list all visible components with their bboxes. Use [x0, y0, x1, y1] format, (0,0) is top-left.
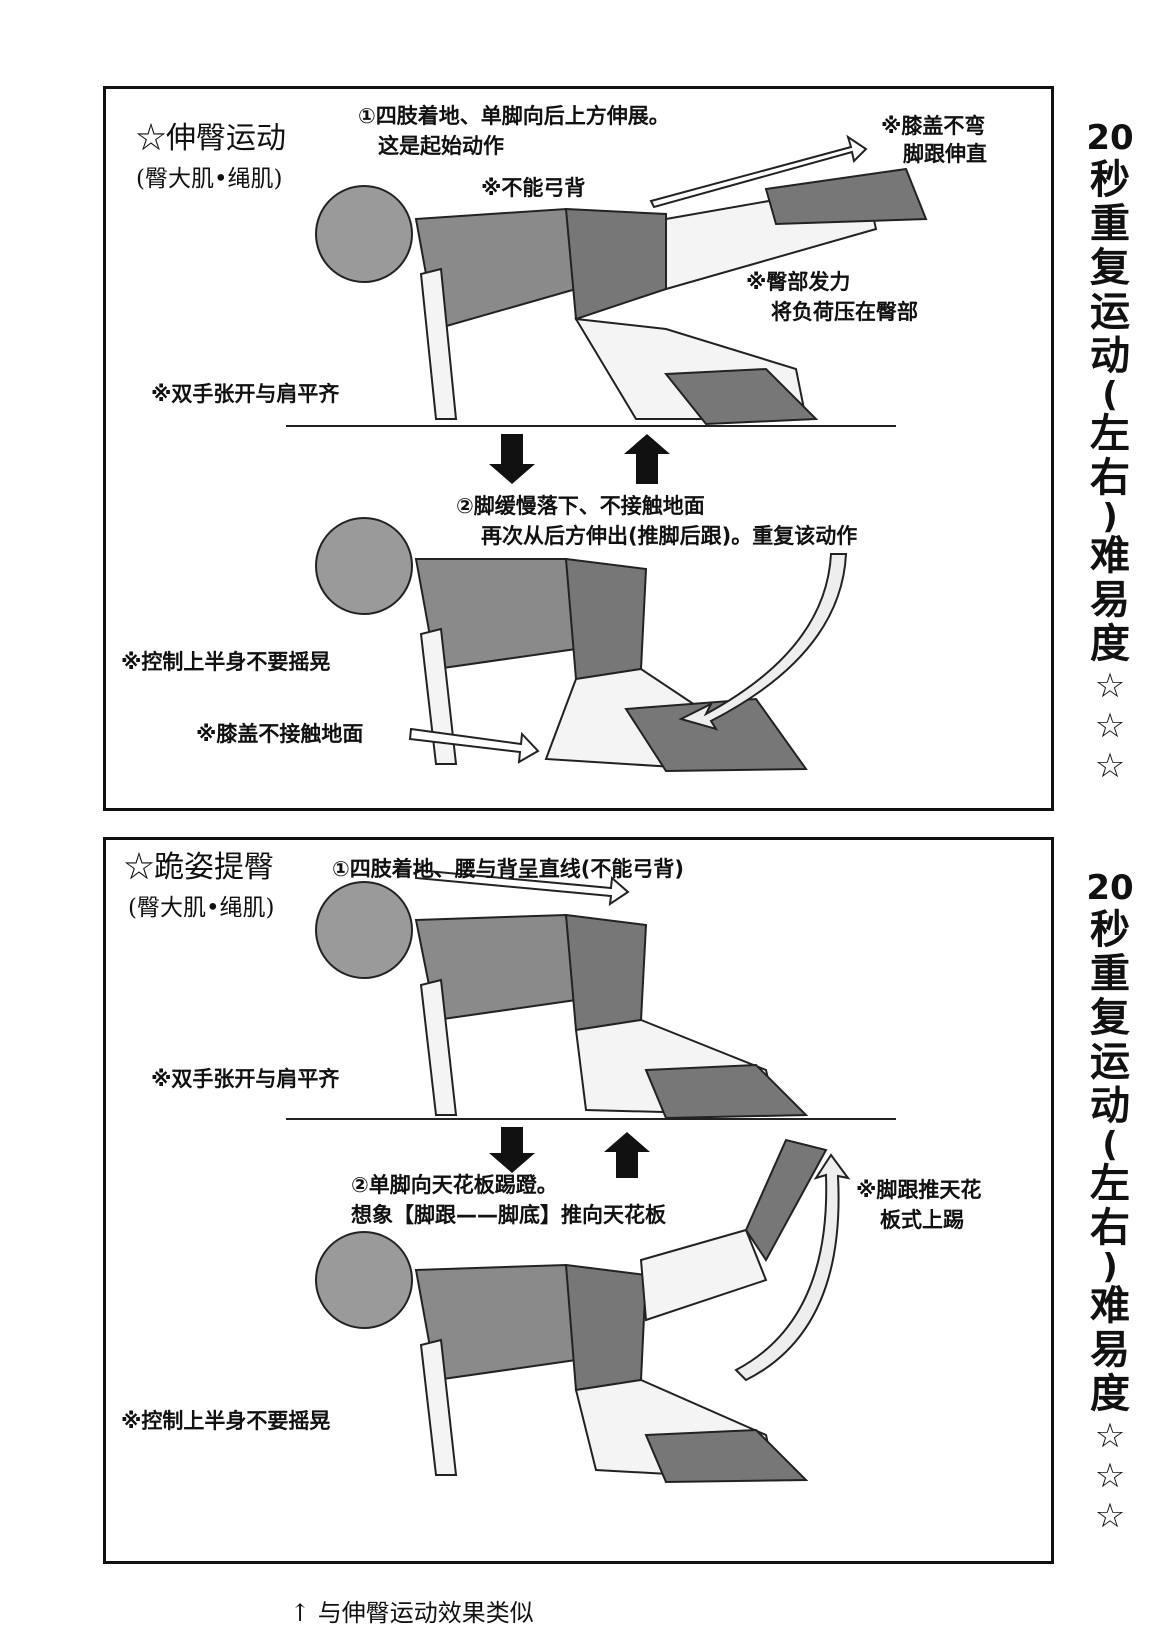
step1-text: ①四肢着地、腰与背呈直线(不能弓背) [332, 857, 684, 881]
exercise-title: ☆伸臀运动 [136, 121, 286, 156]
side-char: 复 [1090, 995, 1130, 1041]
note-knee: ※膝盖不弯 [881, 114, 986, 138]
side-char: 易 [1090, 577, 1130, 623]
note-knee-floor: ※膝盖不接触地面 [196, 722, 364, 746]
difficulty-star-icon: ☆ [1094, 666, 1126, 706]
note-hip-line2: 将负荷压在臀部 [771, 300, 918, 324]
side-char: 秒 [1090, 907, 1130, 953]
difficulty-star-icon: ☆ [1094, 1456, 1126, 1496]
side-char: 重 [1090, 951, 1130, 997]
side-char: 左 [1090, 1161, 1130, 1207]
side-number: 20 [1086, 118, 1134, 158]
side-char: 重 [1090, 201, 1130, 247]
difficulty-star-icon: ☆ [1094, 1496, 1126, 1536]
step2-text: ②脚缓慢落下、不接触地面 [456, 494, 705, 518]
note-hands: ※双手张开与肩平齐 [151, 1067, 340, 1091]
illustration-glute-extension [286, 134, 928, 773]
illustration-kneeling-kickback [286, 868, 896, 1484]
side-char: 左 [1090, 411, 1130, 457]
exercise-title: ☆跪姿提臀 [124, 850, 274, 885]
side-char: 动 [1090, 1083, 1130, 1129]
side-number: 20 [1086, 868, 1134, 908]
side-paren: ( [1102, 375, 1118, 415]
footer-note: ↑ 与伸臀运动效果类似 [290, 1599, 534, 1627]
difficulty-star-icon: ☆ [1094, 746, 1126, 786]
side-char: 度 [1090, 1371, 1130, 1417]
side-paren: ) [1102, 497, 1118, 537]
note-kick-line2: 板式上踢 [880, 1208, 964, 1232]
note-heel: 脚跟伸直 [903, 142, 987, 166]
panel-kneeling-kickback: ☆跪姿提臀 (臀大肌•绳肌) ①四肢着地、腰与背呈直线(不能弓背) ※双手张开与… [103, 837, 1054, 1564]
side-label-top: 20 秒 重 复 运 动 ( 左 右 ) 难 易 度 ☆ ☆ ☆ [1082, 118, 1138, 786]
side-paren: ( [1102, 1125, 1118, 1165]
note-hip: ※臀部发力 [746, 270, 851, 294]
side-char: 度 [1090, 621, 1130, 667]
side-char: 难 [1090, 1283, 1130, 1329]
difficulty-star-icon: ☆ [1094, 706, 1126, 746]
note-upper-body: ※控制上半身不要摇晃 [121, 650, 331, 674]
difficulty-star-icon: ☆ [1094, 1416, 1126, 1456]
side-char: 易 [1090, 1327, 1130, 1373]
step2-text: ②单脚向天花板踢蹬。 [351, 1173, 558, 1197]
side-char: 动 [1090, 333, 1130, 379]
side-char: 右 [1090, 1205, 1130, 1251]
side-label-bottom: 20 秒 重 复 运 动 ( 左 右 ) 难 易 度 ☆ ☆ ☆ [1082, 868, 1138, 1536]
side-paren: ) [1102, 1247, 1118, 1287]
note-upper-body: ※控制上半身不要摇晃 [121, 1409, 331, 1433]
side-char: 右 [1090, 455, 1130, 501]
note-kick: ※脚跟推天花 [856, 1178, 982, 1202]
step1-text: ①四肢着地、单脚向后上方伸展。 [358, 104, 670, 128]
side-char: 运 [1090, 1039, 1130, 1085]
note-back: ※不能弓背 [481, 176, 586, 200]
exercise-subtitle: (臀大肌•绳肌) [128, 895, 275, 921]
side-char: 运 [1090, 289, 1130, 335]
side-char: 复 [1090, 245, 1130, 291]
note-hands: ※双手张开与肩平齐 [151, 382, 340, 406]
panel-glute-extension: ☆伸臀运动 (臀大肌•绳肌) ①四肢着地、单脚向后上方伸展。 这是起始动作 ※膝… [103, 86, 1054, 811]
step2-text-line2: 再次从后方伸出(推脚后跟)。重复该动作 [481, 524, 858, 548]
side-char: 秒 [1090, 157, 1130, 203]
step1-text-line2: 这是起始动作 [378, 134, 504, 158]
exercise-subtitle: (臀大肌•绳肌) [136, 166, 283, 192]
step2-text-line2: 想象【脚跟——脚底】推向天花板 [351, 1203, 666, 1227]
side-char: 难 [1090, 533, 1130, 579]
